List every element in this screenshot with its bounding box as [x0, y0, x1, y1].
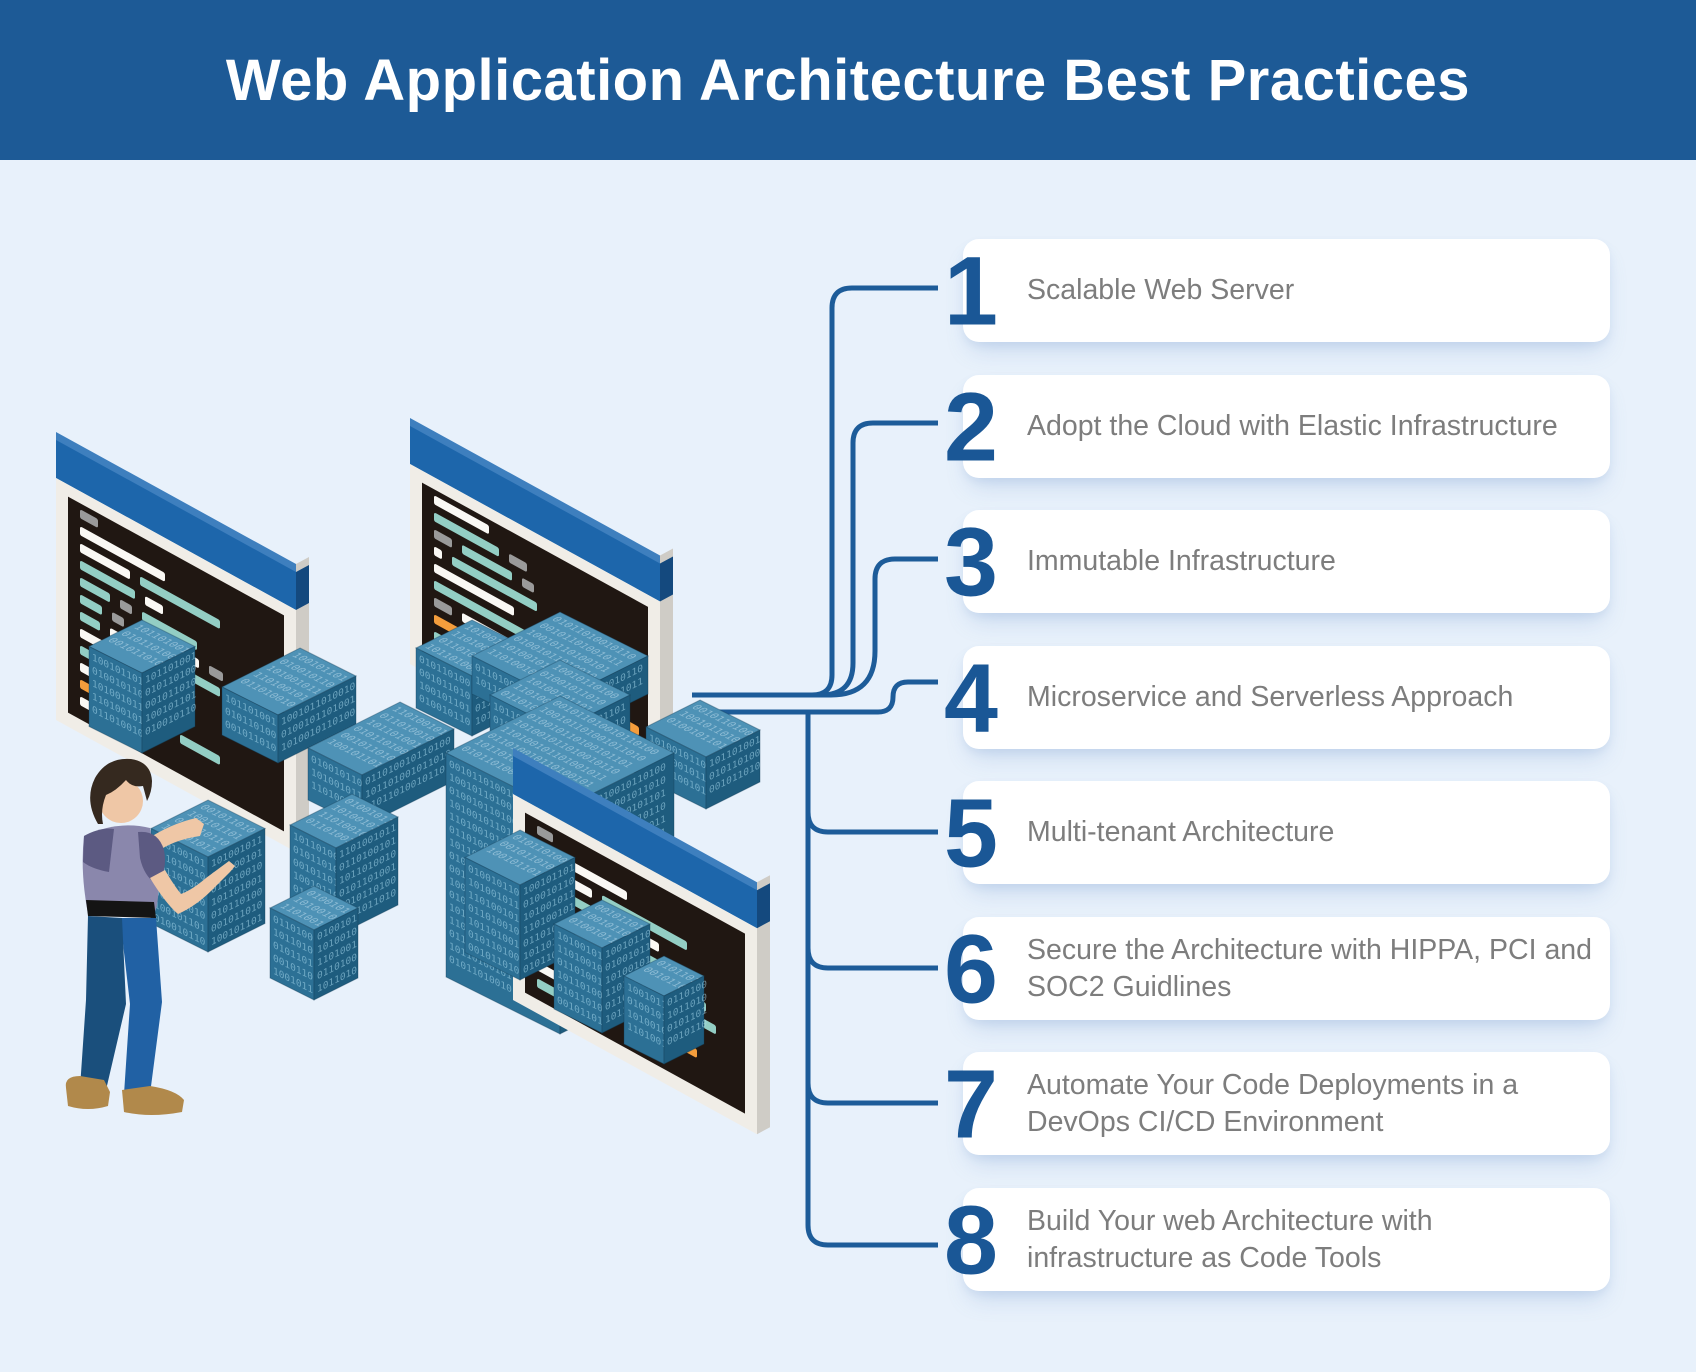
item-label: Scalable Web Server	[1027, 274, 1295, 306]
binary-cube: 1101001010110100101011010010101101000010…	[306, 701, 456, 828]
item-number: 8	[944, 1185, 998, 1294]
page-title: Web Application Architecture Best Practi…	[225, 47, 1471, 113]
item-label: Automate Your Code Deployments in a DevO…	[1027, 1068, 1519, 1138]
item-number: 5	[944, 778, 998, 887]
item-label: Adopt the Cloud with Elastic Infrastruct…	[1027, 410, 1558, 442]
list-item: 4 Microservice and Serverless Approach	[944, 646, 1610, 749]
binary-cube: 0101101000010110101001011010100101101010…	[463, 829, 577, 981]
item-label: Immutable Infrastructure	[1027, 545, 1336, 577]
list-item: 8 Build Your web Architecture with infras…	[944, 1188, 1610, 1291]
item-number: 1	[944, 236, 998, 345]
connector-lines	[692, 285, 938, 1248]
item-label: Secure the Architecture with HIPPA, PCI …	[1027, 933, 1592, 1003]
item-label: Multi-tenant Architecture	[1027, 816, 1335, 848]
list-item: 1 Scalable Web Server	[944, 239, 1610, 342]
item-number: 3	[944, 507, 998, 616]
list-item: 7 Automate Your Code Deployments in a Dev…	[944, 1052, 1610, 1155]
item-number: 6	[944, 914, 998, 1023]
item-number: 4	[944, 643, 998, 752]
list-item: 6 Secure the Architecture with HIPPA, PCI…	[944, 917, 1610, 1020]
binary-cube: 0100101101001011010010110100101101001011…	[268, 885, 360, 1001]
item-number: 7	[944, 1049, 998, 1158]
list-item: 5 Multi-tenant Architecture	[944, 781, 1610, 884]
item-label: Microservice and Serverless Approach	[1027, 681, 1514, 713]
binary-cube: 0101101001011010010110100101101001011010…	[622, 955, 707, 1065]
list-item: 2 Adopt the Cloud with Elastic Infrastruc…	[944, 375, 1610, 478]
item-label: Build Your web Architecture with infrast…	[1027, 1204, 1433, 1274]
title-banner: Web Application Architecture Best Practi…	[0, 0, 1696, 160]
binary-cube: 1001011010100101101010010111101001010110…	[220, 647, 358, 764]
binary-cube: 0010110100100101101001001011011010010110…	[644, 699, 762, 810]
binary-cube: 1011010010101101000010110101001011010100…	[87, 619, 196, 754]
person-figure	[65, 758, 235, 1115]
list-item: 3 Immutable Infrastructure	[944, 510, 1610, 613]
item-number: 2	[944, 372, 998, 481]
